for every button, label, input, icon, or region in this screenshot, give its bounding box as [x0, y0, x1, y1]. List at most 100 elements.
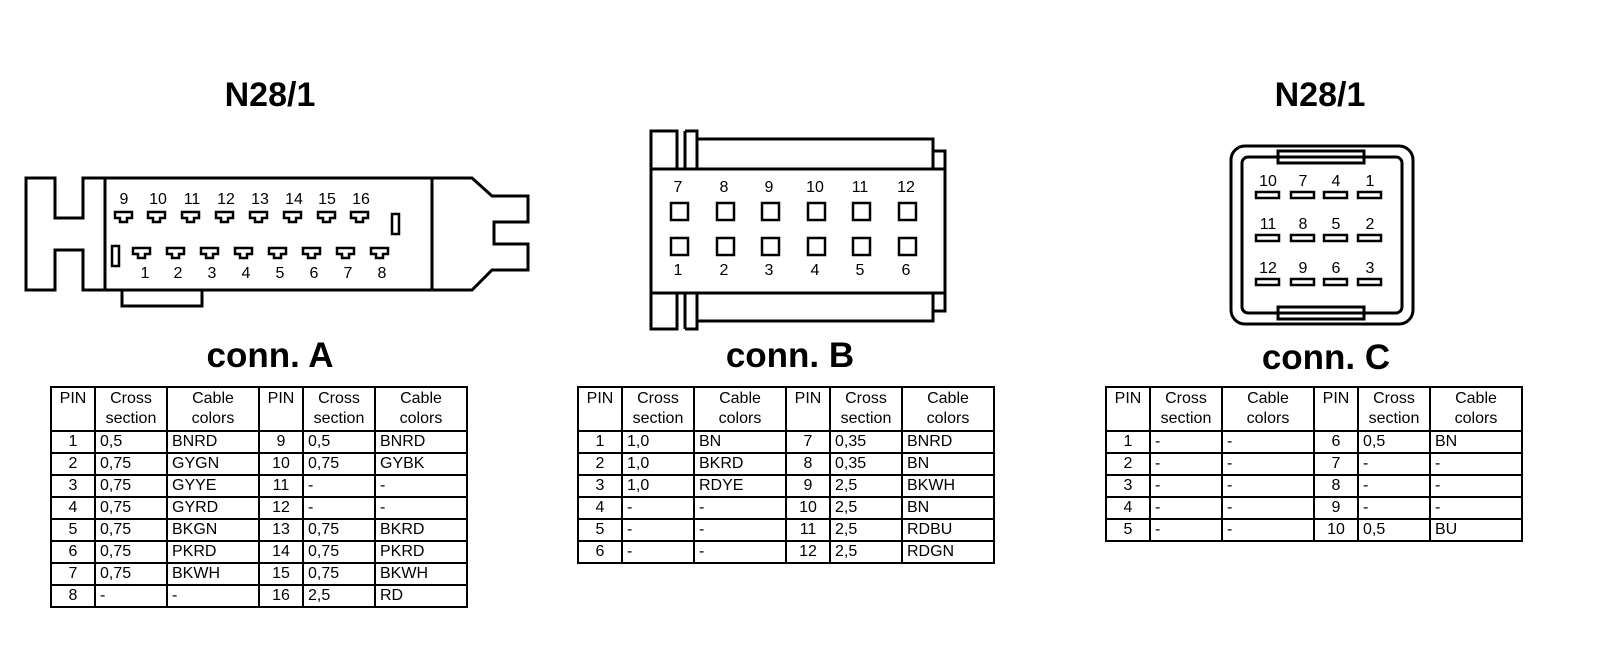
cell-cross-section: 0,75: [94, 474, 168, 498]
cell-cable-colors: GYRD: [166, 496, 260, 520]
cell-pin: 9: [1313, 496, 1359, 520]
cell-cross-section: 2,5: [302, 584, 376, 608]
cell-cross-section: 0,5: [1357, 518, 1431, 542]
cell-pin: 9: [258, 430, 304, 454]
cell-cross-section: 0,75: [302, 562, 376, 586]
cell-pin: 4: [577, 496, 623, 520]
cell-cable-colors: BKWH: [901, 474, 995, 498]
connector-c-pin-label: 11: [1260, 216, 1277, 233]
cell-pin: 9: [785, 474, 831, 498]
connector-c-pin-label: 4: [1332, 173, 1341, 190]
cell-cable-colors: GYBK: [374, 452, 468, 476]
cell-cross-section: 2,5: [829, 518, 903, 542]
cell-cross-section: 2,5: [829, 540, 903, 564]
cell-cross-section: 0,5: [302, 430, 376, 454]
connector-a-drawing: 9 10 11 12 13 14 15 16 1 2 3 4 5 6 7 8: [24, 176, 530, 308]
cell-cross-section: -: [1357, 496, 1431, 520]
connector-b-pin-label: 12: [897, 179, 915, 196]
cell-cable-colors: -: [166, 584, 260, 608]
cell-cable-colors: BKWH: [374, 562, 468, 586]
cell-cable-colors: BNRD: [901, 430, 995, 454]
header-pin: PIN: [258, 386, 304, 432]
cell-cross-section: -: [302, 496, 376, 520]
connector-a-pin-label: 12: [217, 191, 235, 208]
cell-pin: 6: [1313, 430, 1359, 454]
cell-pin: 3: [1105, 474, 1151, 498]
cell-pin: 11: [258, 474, 304, 498]
cell-cross-section: 0,75: [94, 496, 168, 520]
cell-cable-colors: -: [1429, 496, 1523, 520]
cell-cable-colors: BKRD: [693, 452, 787, 476]
header-pin: PIN: [577, 386, 623, 432]
connector-a-bottom-slots: [131, 246, 390, 260]
cell-cable-colors: BKRD: [374, 518, 468, 542]
cell-pin: 4: [50, 496, 96, 520]
cell-pin: 12: [258, 496, 304, 520]
connector-c-pin-label: 5: [1332, 216, 1341, 233]
connector-b-pin-label: 9: [765, 179, 774, 196]
cell-pin: 13: [258, 518, 304, 542]
connector-c-pin-label: 12: [1259, 260, 1277, 277]
cell-cable-colors: BNRD: [374, 430, 468, 454]
cell-cable-colors: RDGN: [901, 540, 995, 564]
cell-cable-colors: GYYE: [166, 474, 260, 498]
connector-c-pin-label: 9: [1299, 260, 1308, 277]
cell-cable-colors: -: [1429, 452, 1523, 476]
cell-cable-colors: RD: [374, 584, 468, 608]
cell-cross-section: 1,0: [621, 474, 695, 498]
cell-cable-colors: -: [374, 496, 468, 520]
cell-pin: 4: [1105, 496, 1151, 520]
table-row: 3--8--: [1105, 474, 1523, 498]
connector-b-pin-label: 8: [720, 179, 729, 196]
cell-pin: 8: [50, 584, 96, 608]
cell-cross-section: 0,5: [94, 430, 168, 454]
cell-cross-section: 0,35: [829, 430, 903, 454]
cell-cable-colors: -: [693, 540, 787, 564]
cell-cable-colors: -: [693, 518, 787, 542]
cell-cross-section: -: [1149, 518, 1223, 542]
cell-cable-colors: BN: [901, 452, 995, 476]
connector-a-pin-label: 8: [378, 265, 387, 282]
cell-cable-colors: -: [1221, 496, 1315, 520]
cell-cross-section: -: [1357, 452, 1431, 476]
cell-cross-section: -: [1149, 452, 1223, 476]
cell-pin: 6: [577, 540, 623, 564]
cell-cross-section: 0,75: [94, 452, 168, 476]
cell-pin: 3: [50, 474, 96, 498]
cell-pin: 2: [50, 452, 96, 476]
cell-pin: 2: [577, 452, 623, 476]
connector-b-pin-label: 6: [902, 262, 911, 279]
cell-cross-section: 0,35: [829, 452, 903, 476]
cell-pin: 5: [50, 518, 96, 542]
cell-cable-colors: RDBU: [901, 518, 995, 542]
connector-a-pin-label: 2: [174, 265, 183, 282]
cell-cross-section: -: [1357, 474, 1431, 498]
cell-pin: 11: [785, 518, 831, 542]
table-row: 2--7--: [1105, 452, 1523, 476]
cell-cross-section: -: [621, 518, 695, 542]
cell-pin: 8: [785, 452, 831, 476]
cell-pin: 5: [1105, 518, 1151, 542]
cell-pin: 7: [1313, 452, 1359, 476]
connector-b-pin-label: 1: [674, 262, 683, 279]
connector-c-drawing: 10 7 4 1 11 8 5 2 12 9 6 3: [1229, 144, 1415, 326]
cell-cross-section: -: [94, 584, 168, 608]
cell-pin: 8: [1313, 474, 1359, 498]
cell-pin: 15: [258, 562, 304, 586]
cell-cable-colors: BNRD: [166, 430, 260, 454]
cell-cable-colors: BKGN: [166, 518, 260, 542]
connector-a-pin-label: 1: [141, 265, 150, 282]
cell-cross-section: 0,75: [302, 518, 376, 542]
